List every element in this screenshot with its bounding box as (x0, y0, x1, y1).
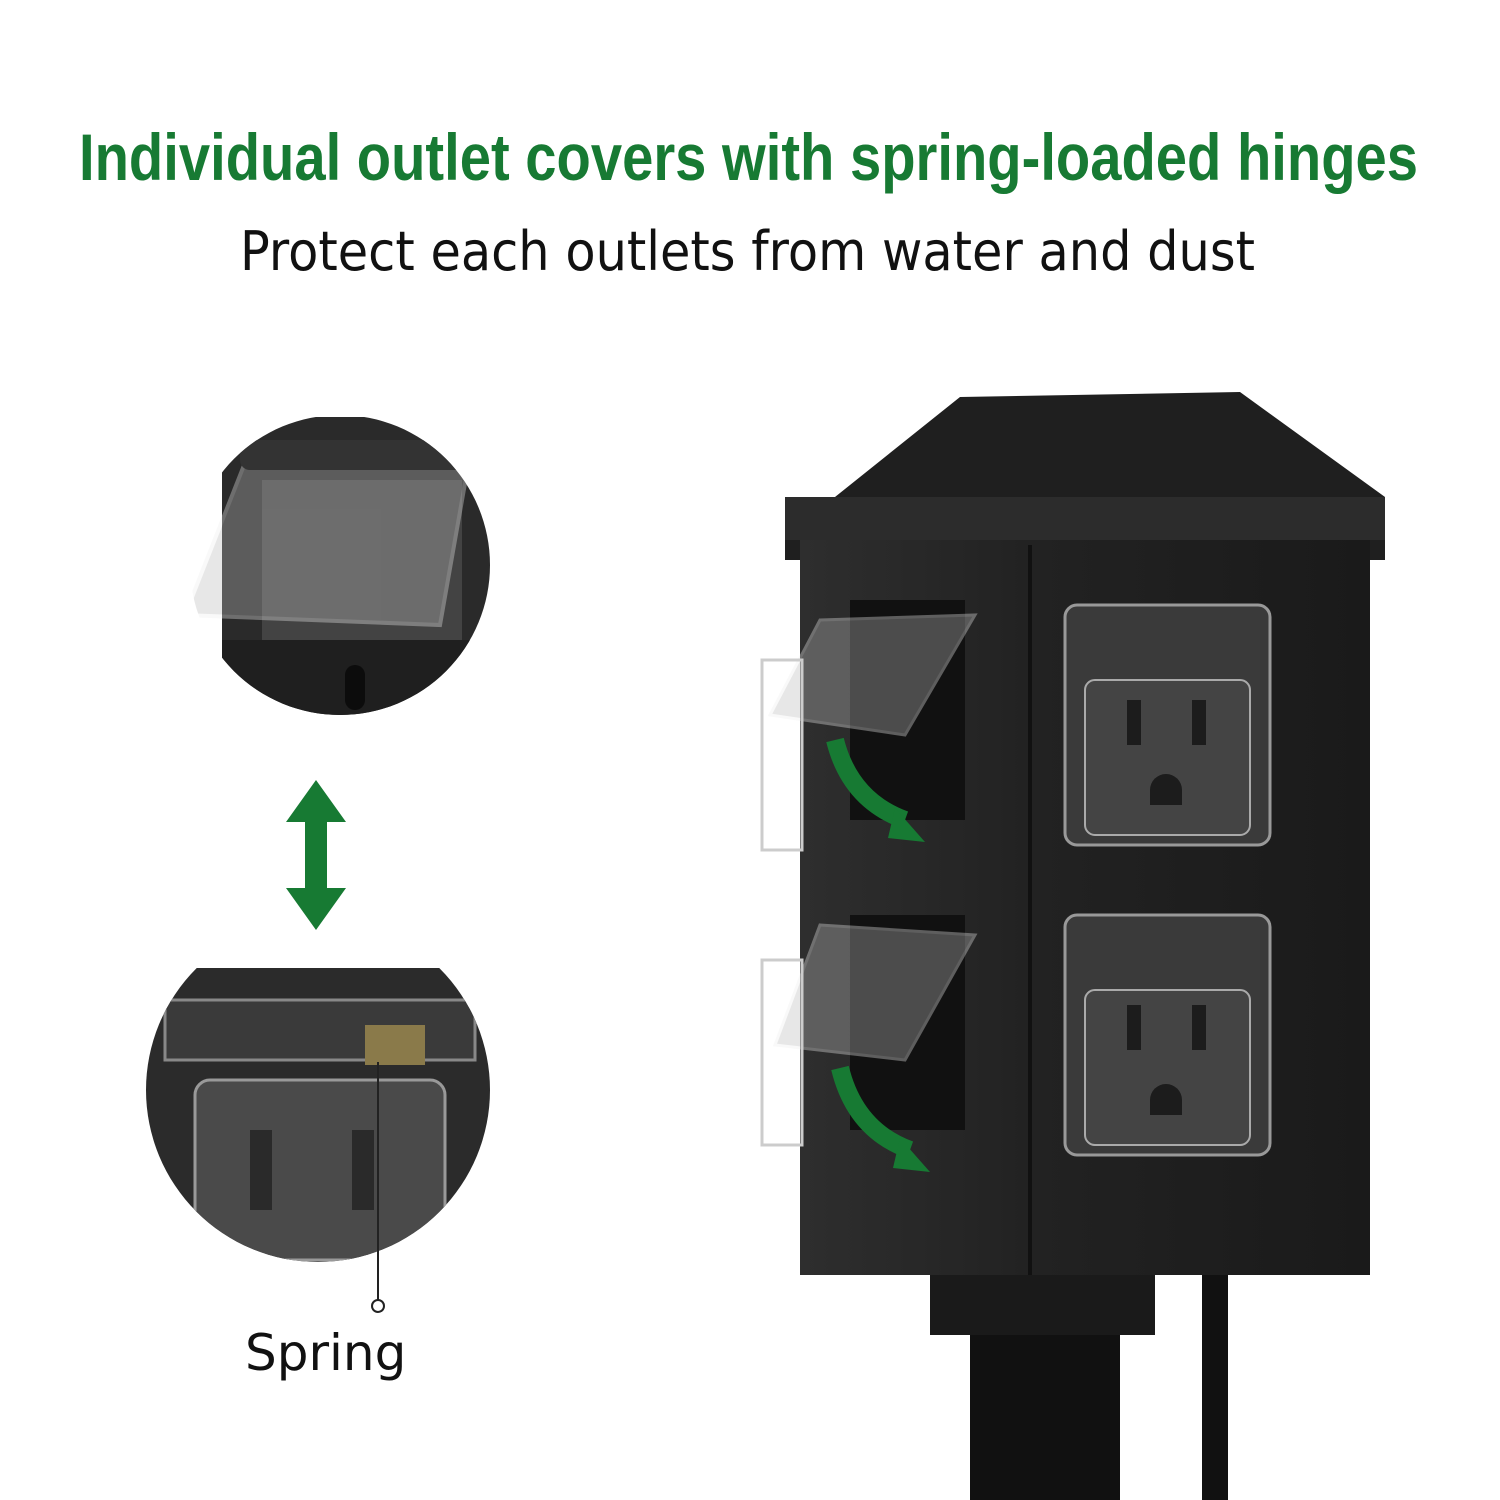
zoom-detail-open-cover (190, 415, 490, 715)
outlet-closed (1063, 913, 1272, 1157)
callout-dot (371, 1299, 385, 1313)
zoom-detail-spring (146, 960, 490, 1262)
outdoor-power-stake-product (760, 392, 1385, 1500)
outlet-open (760, 600, 978, 852)
outlet-open (760, 915, 978, 1147)
double-arrow-vertical-icon (286, 780, 346, 930)
subheadline: Protect each outlets from water and dust (240, 220, 1255, 283)
spring-label: Spring (245, 1324, 406, 1382)
spring-icon (365, 1025, 425, 1065)
outlet-closed (1063, 603, 1272, 847)
headline: Individual outlet covers with spring-loa… (79, 120, 1418, 194)
